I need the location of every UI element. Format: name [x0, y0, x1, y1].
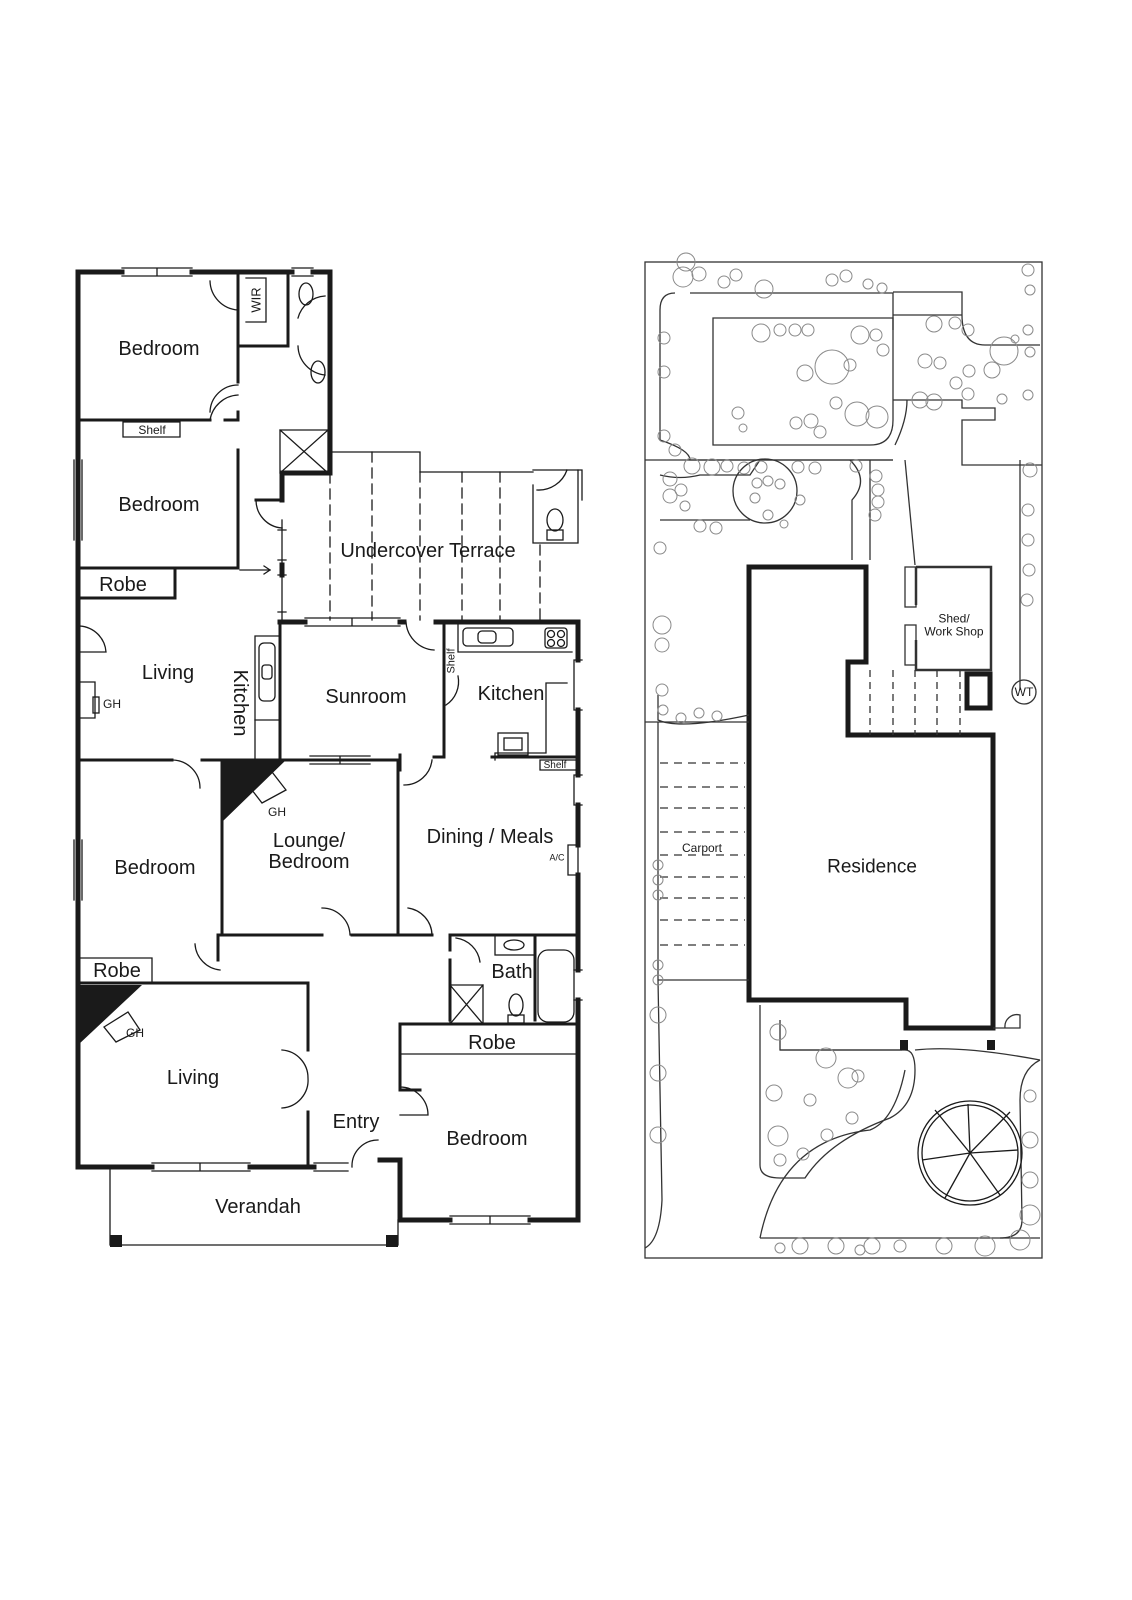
site-label-shed-line2: Work Shop	[924, 624, 984, 638]
label-gh-3: GH	[126, 1026, 144, 1040]
room-label-robe-1: Robe	[99, 574, 147, 596]
site-label-shed-line1: Shed/	[938, 611, 970, 626]
room-label-bedroom-2: Bedroom	[118, 494, 200, 516]
tree-icon-group	[649, 252, 1041, 1257]
label-gh-2: GH	[268, 805, 286, 819]
room-label-bedroom-3: Bedroom	[114, 857, 196, 879]
label-gh-1: GH	[103, 697, 121, 711]
room-label-entry: Entry	[332, 1111, 380, 1133]
room-label-verandah: Verandah	[215, 1196, 301, 1218]
room-label-kitchen-2: Kitchen	[477, 683, 545, 705]
site-label-residence: Residence	[827, 856, 917, 878]
site-label-carport: Carport	[681, 841, 723, 855]
room-label-robe-2: Robe	[93, 960, 141, 982]
room-label-lounge-line1: Lounge/	[272, 830, 346, 852]
label-shelf-2: Shelf	[445, 648, 458, 674]
room-label-bath: Bath	[491, 961, 533, 983]
site-label-water-tank: WT	[1014, 685, 1034, 699]
room-label-sunroom: Sunroom	[325, 686, 407, 708]
room-label-wir: WIR	[248, 287, 264, 313]
room-label-living-2: Living	[166, 1067, 220, 1089]
room-label-living-1: Living	[141, 662, 195, 684]
room-label-lounge-line2: Bedroom	[268, 851, 350, 873]
room-label-bedroom-4: Bedroom	[446, 1128, 528, 1150]
room-label-bedroom-1: Bedroom	[118, 338, 200, 360]
room-label-undercover-terrace: Undercover Terrace	[340, 540, 516, 562]
room-label-kitchen-1: Kitchen	[229, 669, 251, 737]
label-shelf-3: Shelf	[543, 760, 567, 771]
label-shelf-1: Shelf	[138, 423, 166, 437]
room-label-lounge-bedroom: Lounge/ Bedroom	[268, 831, 349, 873]
room-label-dining-meals: Dining / Meals	[426, 826, 554, 848]
site-label-shed-work-shop: Shed/ Work Shop	[924, 612, 983, 637]
room-label-robe-3: Robe	[468, 1032, 516, 1054]
label-ac: A/C	[549, 852, 565, 863]
